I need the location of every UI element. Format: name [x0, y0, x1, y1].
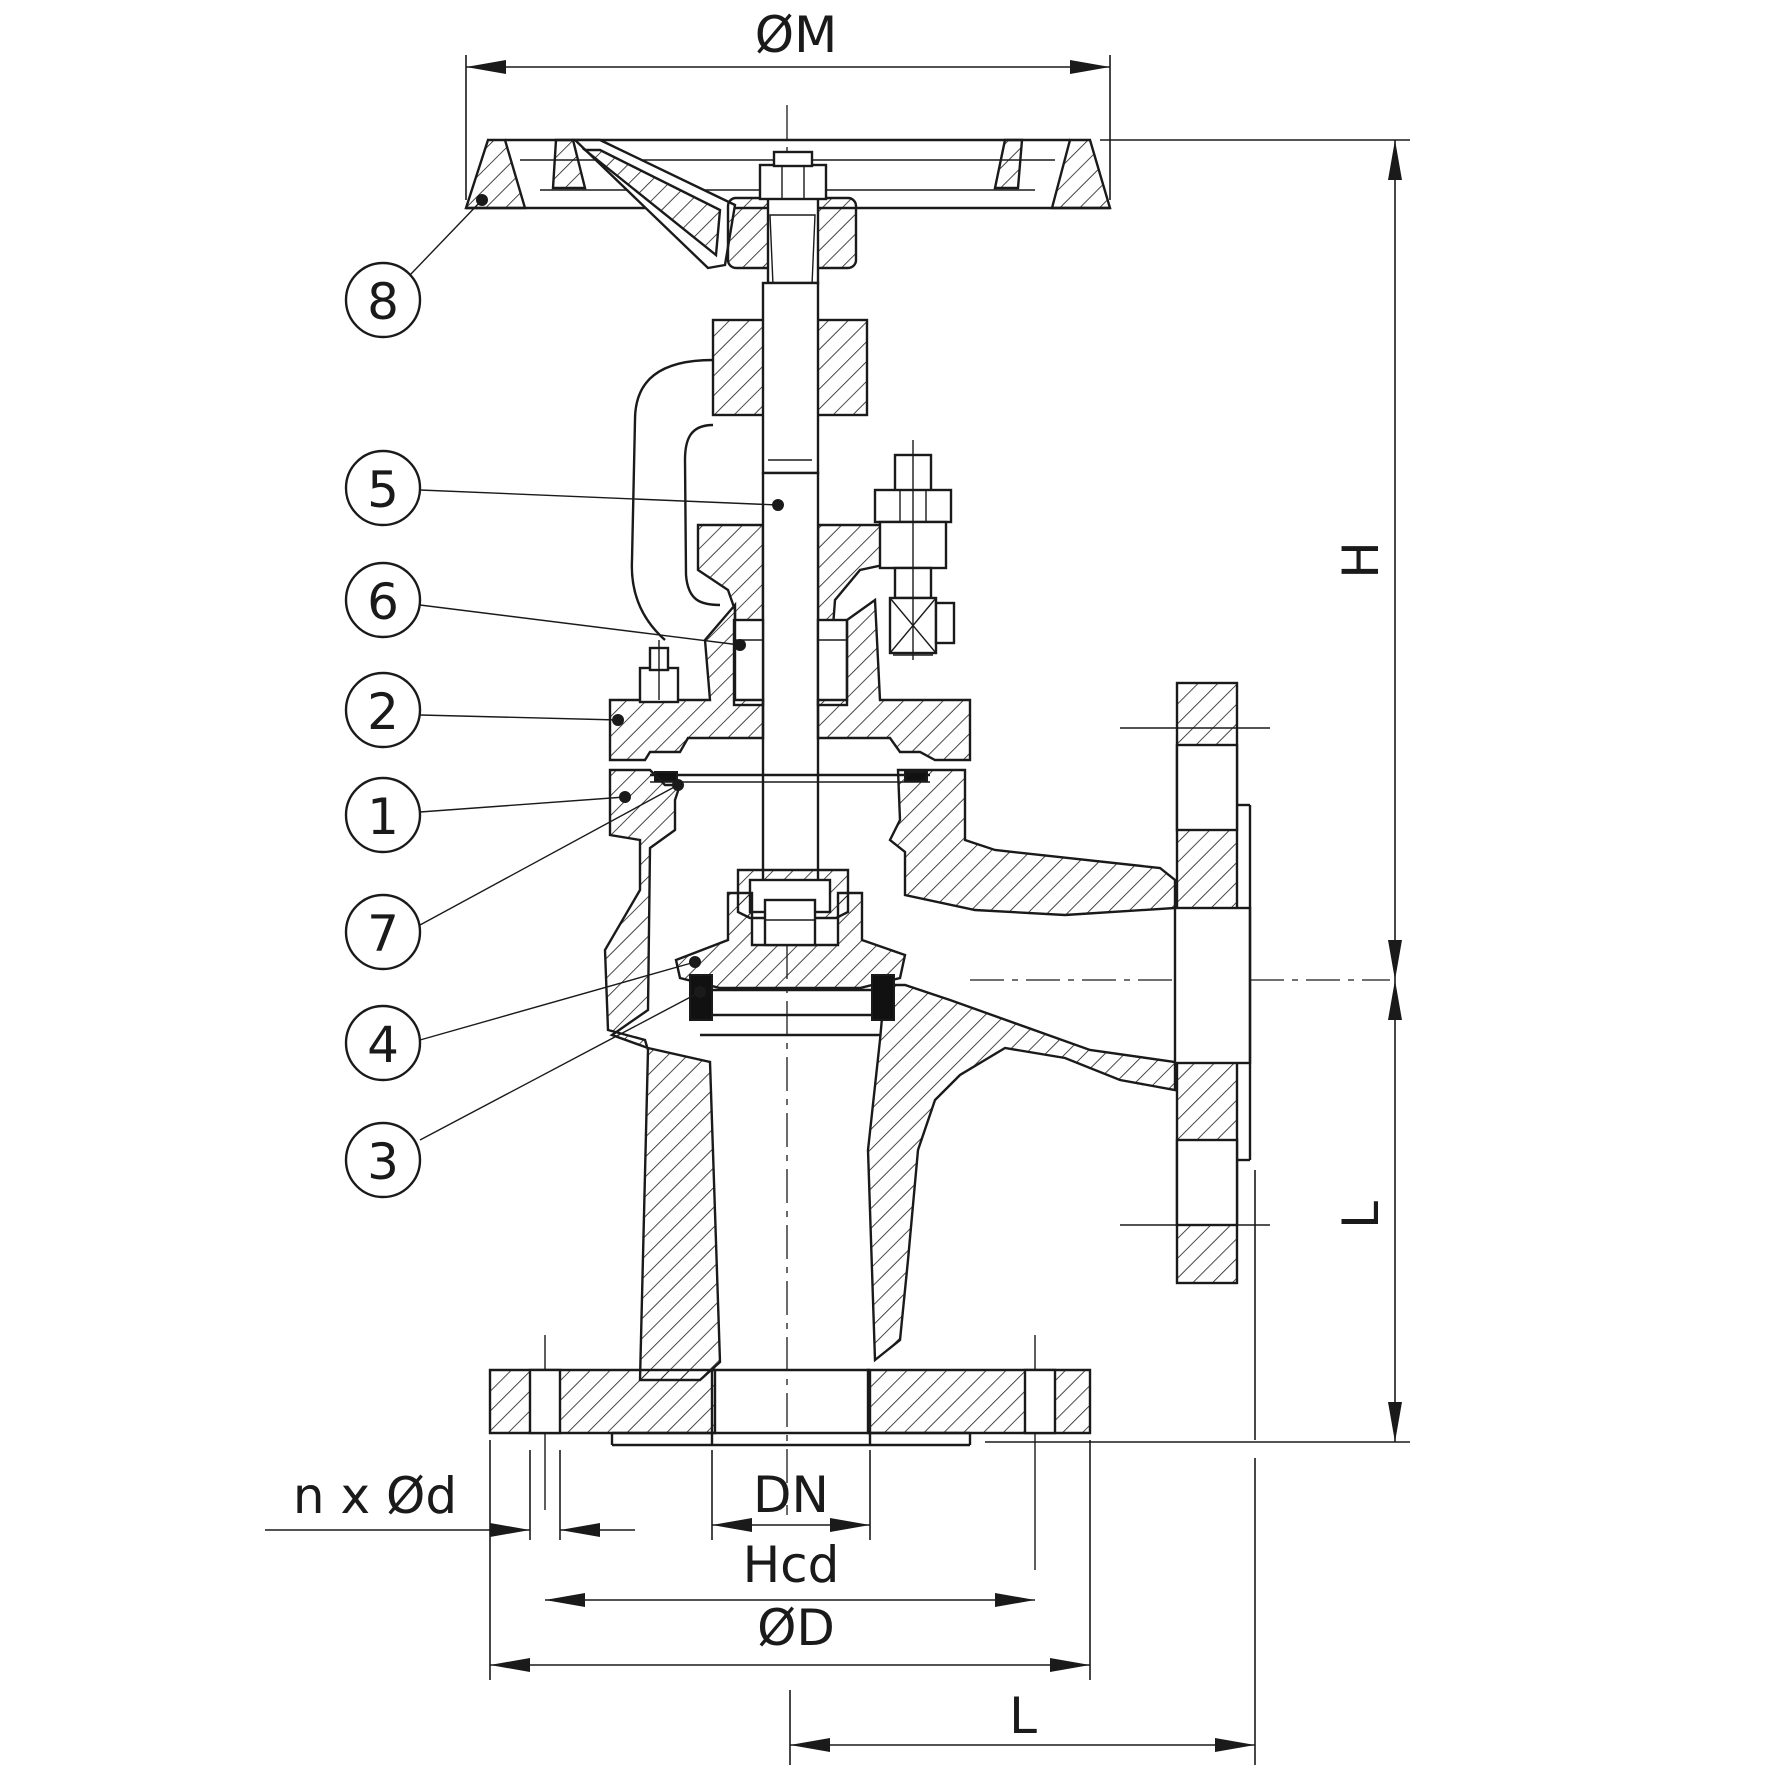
callout-8: 8 — [344, 261, 422, 339]
callout-5: 5 — [344, 449, 422, 527]
callout-label: 2 — [367, 683, 399, 741]
callout-6: 6 — [344, 561, 422, 639]
callout-label: 6 — [367, 573, 399, 631]
dim-face-length-bottom: L — [1009, 1687, 1037, 1745]
stem — [761, 281, 820, 885]
callout-label: 7 — [367, 905, 399, 963]
callout-label: 1 — [367, 788, 399, 846]
disc-seat — [674, 868, 907, 1021]
dimension-labels: ØM H L L n x Ød DN Hcd ØD — [293, 6, 1390, 1745]
callout-1: 1 — [344, 776, 422, 854]
handwheel — [464, 138, 1112, 286]
valve-body — [488, 681, 1252, 1447]
callout-leaders — [409, 194, 784, 1141]
dim-height: H — [1332, 541, 1390, 579]
dim-flange-diameter: ØD — [757, 1599, 835, 1657]
callout-label: 5 — [367, 461, 399, 519]
callout-label: 8 — [367, 273, 399, 331]
dimension-lines — [265, 55, 1410, 1765]
dim-handwheel-diameter: ØM — [755, 6, 838, 64]
dim-bolt-circle: Hcd — [743, 1536, 840, 1594]
callout-2: 2 — [344, 671, 422, 749]
dim-bolt-holes: n x Ød — [293, 1467, 457, 1525]
yoke — [630, 318, 885, 642]
gland-bolt — [873, 440, 956, 660]
dim-nominal-diameter: DN — [753, 1466, 829, 1524]
dim-face-length-side: L — [1332, 1201, 1390, 1229]
packing — [732, 618, 849, 707]
callout-label: 3 — [367, 1133, 399, 1191]
callout-3: 3 — [344, 1121, 422, 1199]
callout-4: 4 — [344, 1004, 422, 1082]
callout-7: 7 — [344, 893, 422, 971]
callout-label: 4 — [367, 1016, 399, 1074]
